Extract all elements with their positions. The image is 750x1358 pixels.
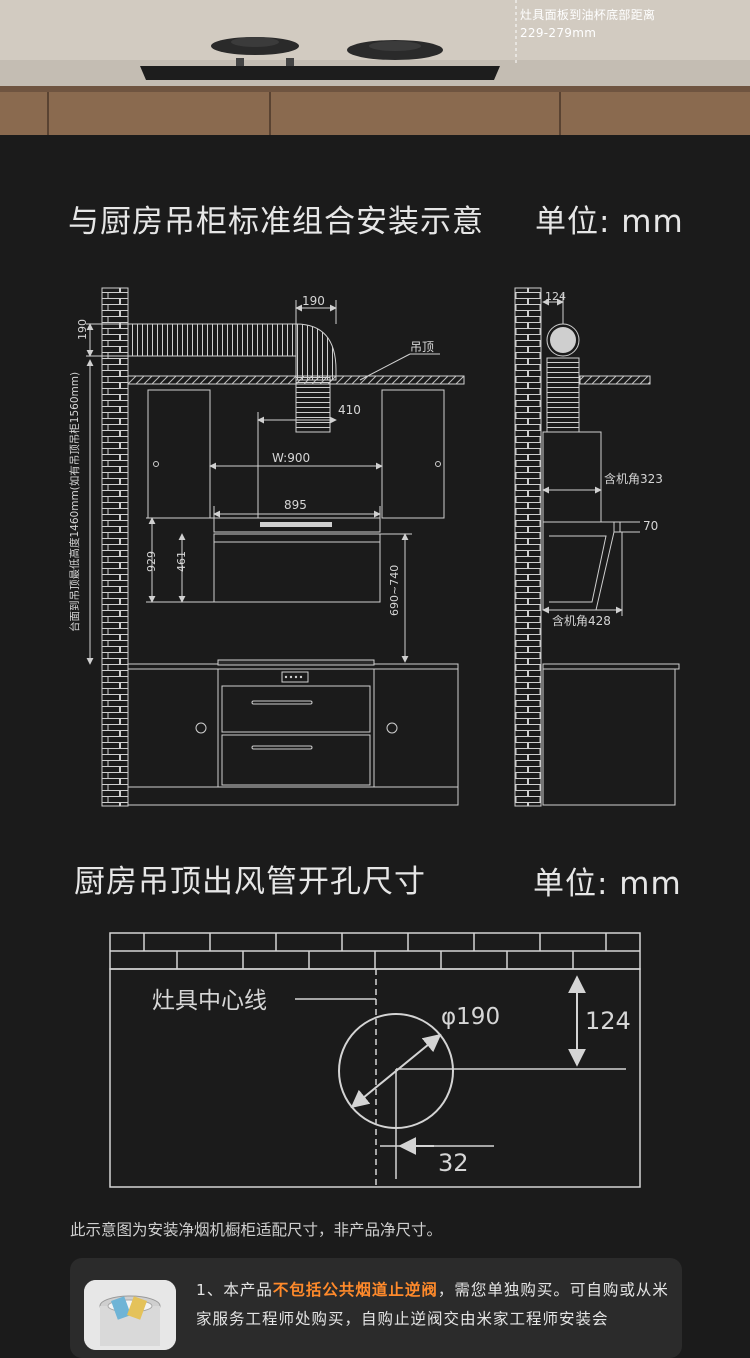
hob-distance-note-line2: 229-279mm: [520, 26, 597, 40]
drawer-upper: [221, 685, 371, 733]
side-hood-body: [542, 521, 615, 611]
kitchen-countertop-illustration: [0, 0, 750, 135]
dim-depth-323: 含机角323: [604, 471, 663, 486]
ceiling-brick-band: [109, 932, 641, 970]
hero-photo: 灶具面板到油杯底部距离 229-279mm: [0, 0, 750, 135]
disclaimer-note: 此示意图为安装净烟机橱柜适配尺寸，非产品净尺寸。: [70, 1221, 443, 1239]
dim-duct-offset: 410: [338, 403, 361, 417]
side-brick-wall: [514, 287, 542, 807]
duct-opening-diagram: 灶具中心线 φ190 124 32: [109, 932, 641, 1188]
dim-height-929: 929: [145, 551, 158, 572]
front-brick-wall: [101, 287, 129, 807]
hood-top-panel: [213, 517, 381, 533]
section2-unit: 单位: mm: [533, 866, 682, 902]
notice-highlight: 不包括公共烟道止逆阀: [272, 1281, 438, 1299]
dim-depth-70: 70: [643, 519, 658, 533]
front-base-cabinet: [127, 668, 459, 788]
check-valve-icon: [84, 1280, 176, 1350]
label-offset-124: 124: [585, 1007, 631, 1035]
label-offset-32: 32: [438, 1149, 469, 1177]
side-duct-vertical: [546, 357, 580, 433]
dim-hob-clearance: 690~740: [388, 565, 401, 616]
dim-cabinet-gap: W:900: [272, 451, 310, 465]
label-ceiling: 吊顶: [410, 340, 434, 354]
check-valve-notice-text: 1、本产品不包括公共烟道止逆阀，需您单独购买。可自购或从米家服务工程师处购买，自…: [196, 1276, 672, 1334]
section1-unit: 单位: mm: [535, 204, 684, 240]
ceiling-panel-outline: [109, 968, 641, 1188]
notice-suffix: ，需您单独购买。可自购或从米家服务工程师处购买，自购止逆阀交由米家工程师安装会: [196, 1281, 669, 1328]
section2-title: 厨房吊顶出风管开孔尺寸: [74, 864, 426, 900]
hob-distance-note-line1: 灶具面板到油杯底部距离: [520, 8, 656, 22]
dim-height-461: 461: [175, 551, 188, 572]
notice-prefix: 1、本产品: [196, 1281, 273, 1299]
side-hood-chimney: [542, 431, 602, 523]
dim-vertical-note: 台面到吊顶最低高度1460mm(如有吊顶吊柜1560mm): [68, 372, 81, 632]
left-upper-cabinet: [147, 389, 211, 519]
dim-hood-width: 895: [284, 498, 307, 512]
hood-body: [213, 533, 381, 603]
cabinet-installation-diagram: 190 190 台面到吊顶最低高度1460mm(如有吊顶吊柜1560mm) 吊顶…: [68, 287, 680, 807]
front-duct-vertical: [295, 375, 331, 433]
dim-side-124: 124: [545, 290, 566, 303]
label-centerline: 灶具中心线: [152, 988, 267, 1014]
dim-top-gap: 190: [76, 319, 89, 340]
right-upper-cabinet: [381, 389, 445, 519]
side-base-cabinet: [542, 668, 676, 806]
check-valve-notice-card: 1、本产品不包括公共烟道止逆阀，需您单独购买。可自购或从米家服务工程师处购买，自…: [70, 1258, 682, 1358]
hob-distance-note: 灶具面板到油杯底部距离 229-279mm: [520, 6, 655, 42]
check-valve-thumbnail: [84, 1280, 176, 1350]
side-ceiling: [579, 375, 651, 385]
dim-depth-428: 含机角428: [552, 613, 611, 628]
label-diameter: φ190: [441, 1004, 500, 1030]
front-duct-horizontal: [127, 323, 297, 357]
side-countertop: [542, 663, 680, 670]
section1-title: 与厨房吊柜标准组合安装示意: [68, 204, 484, 240]
front-duct-elbow: [295, 323, 337, 381]
dim-duct-width: 190: [302, 294, 325, 308]
drawer-lower: [221, 734, 371, 786]
